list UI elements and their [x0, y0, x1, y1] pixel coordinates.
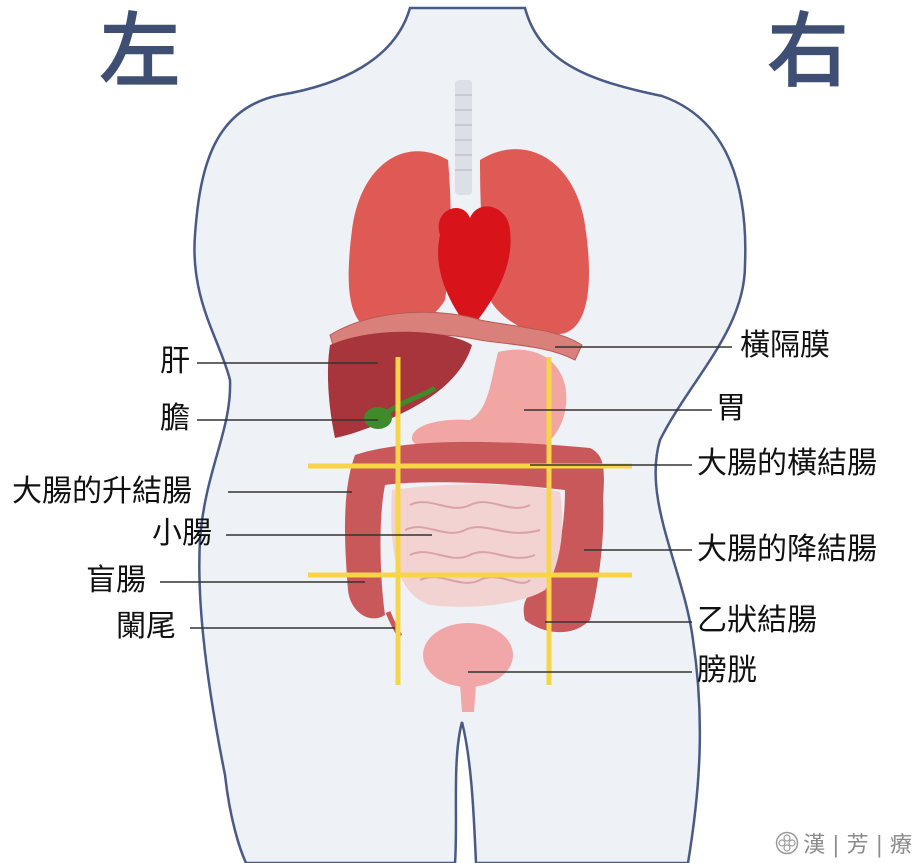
label-liver: 肝: [160, 347, 190, 377]
left-side-label: 左: [100, 12, 180, 92]
urethra: [460, 684, 476, 712]
trachea: [455, 80, 472, 195]
bladder: [423, 623, 513, 687]
label-transverse-colon: 大腸的橫結腸: [697, 449, 877, 479]
label-small-intestine: 小腸: [152, 519, 212, 549]
label-sigmoid-colon: 乙狀結腸: [697, 606, 817, 636]
label-ascending-colon: 大腸的升結腸: [12, 477, 192, 507]
label-cecum: 盲腸: [86, 566, 146, 596]
label-bladder: 膀胱: [697, 656, 757, 686]
label-stomach: 胃: [716, 394, 746, 424]
label-appendix: 闌尾: [116, 612, 176, 642]
label-diaphragm: 橫隔膜: [740, 331, 830, 361]
flower-logo-icon: [775, 831, 799, 855]
watermark-text: 漢 | 芳 | 療: [803, 827, 912, 859]
label-descending-colon: 大腸的降結腸: [697, 535, 877, 565]
watermark: 漢 | 芳 | 療: [775, 827, 912, 859]
label-gallbladder: 膽: [160, 404, 190, 434]
right-side-label: 右: [768, 12, 848, 92]
